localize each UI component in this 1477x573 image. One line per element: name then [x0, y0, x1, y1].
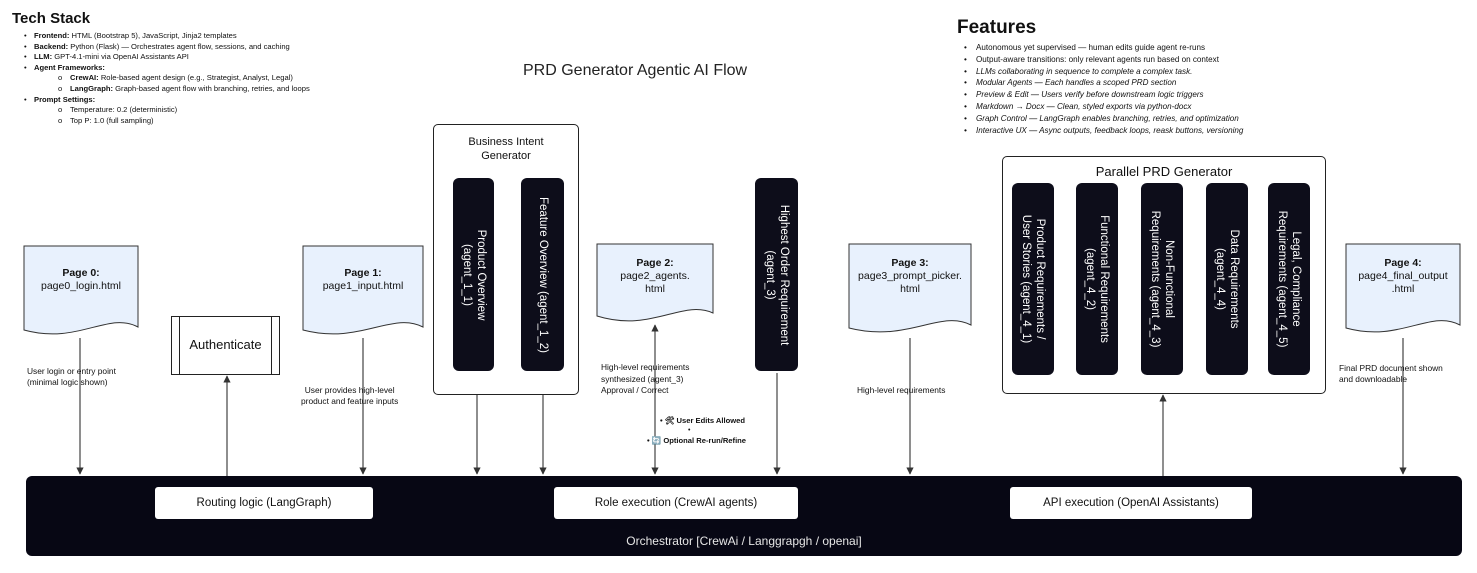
- agent-feature-overview-label: Feature Overview (agent_1_2): [536, 196, 549, 353]
- agent-highest-order: Highest Order Requirement (agent_3): [755, 178, 798, 371]
- annotation-page4: Final PRD document shown and downloadabl…: [1339, 363, 1443, 385]
- tech-item-agent-frameworks: Agent Frameworks:: [22, 63, 310, 74]
- annotation-page3: High-level requirements: [857, 385, 946, 395]
- document-shape: [596, 243, 714, 322]
- agent-feature-overview: Feature Overview (agent_1_2): [521, 178, 564, 371]
- document-shape: [848, 243, 972, 333]
- page2-file: page2_agents. html: [620, 270, 690, 295]
- feature-item: Output-aware transitions: only relevant …: [962, 54, 1243, 66]
- agent-4-5-label: Legal, Compliance Requirements (agent_4_…: [1276, 210, 1302, 348]
- page3-file: page3_prompt_picker. html: [858, 270, 962, 295]
- agent-product-overview-label: Product Overview (agent_1_1): [460, 229, 487, 320]
- agent-highest-order-label: Highest Order Requirement (agent_3): [763, 204, 790, 345]
- page4-file: page4_final_output .html: [1358, 270, 1448, 295]
- page0-title: Page 0:: [62, 267, 100, 279]
- page1-file: page1_input.html: [322, 280, 404, 292]
- tech-stack-list: Frontend: HTML (Bootstrap 5), JavaScript…: [22, 31, 310, 126]
- page4-title: Page 4:: [1384, 257, 1422, 269]
- agent-4-2: Functional Requirements (agent_4_2): [1076, 183, 1118, 375]
- document-shape: [1345, 243, 1461, 333]
- document-shape: [23, 245, 139, 335]
- annotation-page1: User provides high-level product and fea…: [301, 385, 399, 407]
- page3-document: Page 3:page3_prompt_picker. html: [848, 243, 972, 339]
- orchestrator-bar: Routing logic (LangGraph) Role execution…: [26, 476, 1462, 556]
- tech-item-llm: LLM: GPT-4.1-mini via OpenAI Assistants …: [22, 52, 310, 63]
- annotation-page2: High-level requirements synthesized (age…: [601, 362, 690, 396]
- agent-4-2-label: Functional Requirements (agent_4_2): [1084, 215, 1110, 343]
- feature-item: Preview & Edit — Users verify before dow…: [962, 89, 1243, 101]
- agent-4-1-label: Product Requirements / User Stories (age…: [1020, 214, 1046, 344]
- agent-4-3-label: Non-Functional Requirements (agent_4_3): [1149, 210, 1175, 348]
- api-execution-box: API execution (OpenAI Assistants): [1010, 487, 1252, 519]
- feature-item: Interactive UX — Async outputs, feedback…: [962, 125, 1243, 137]
- tech-item-backend: Backend: Python (Flask) — Orchestrates a…: [22, 42, 310, 53]
- feature-item: LLMs collaborating in sequence to comple…: [962, 66, 1243, 78]
- authenticate-label: Authenticate: [189, 337, 262, 352]
- annotation-edits-allowed: • 🛠 User Edits Allowed: [660, 416, 746, 425]
- features-title: Features: [957, 17, 1037, 38]
- page0-file: page0_login.html: [41, 280, 121, 292]
- feature-item: Modular Agents — Each handles a scoped P…: [962, 77, 1243, 89]
- feature-item: Graph Control — LangGraph enables branch…: [962, 113, 1243, 125]
- page3-title: Page 3:: [891, 257, 929, 269]
- agent-4-3: Non-Functional Requirements (agent_4_3): [1141, 183, 1183, 375]
- diagram-title: PRD Generator Agentic AI Flow: [523, 62, 748, 79]
- page2-document: Page 2:page2_agents. html: [596, 243, 714, 327]
- tech-item-frontend: Frontend: HTML (Bootstrap 5), JavaScript…: [22, 31, 310, 42]
- page1-title: Page 1:: [344, 267, 382, 279]
- agent-product-overview: Product Overview (agent_1_1): [453, 178, 494, 371]
- tech-item-crewai: CrewAI: Role-based agent design (e.g., S…: [22, 73, 310, 84]
- bullet-dot: •: [688, 427, 691, 434]
- tech-stack-title: Tech Stack: [12, 10, 91, 27]
- agent-4-4-label: Data Requirements (agent_4_4): [1214, 229, 1240, 329]
- page1-document: Page 1:page1_input.html: [302, 245, 424, 341]
- tech-item-prompt-settings: Prompt Settings:: [22, 95, 310, 106]
- agent-4-4: Data Requirements (agent_4_4): [1206, 183, 1248, 375]
- authenticate-process: Authenticate: [171, 316, 280, 375]
- annotation-page0: User login or entry point (minimal logic…: [27, 366, 116, 388]
- page4-document: Page 4:page4_final_output .html: [1345, 243, 1461, 339]
- features-list: Autonomous yet supervised — human edits …: [962, 42, 1243, 136]
- orchestrator-label: Orchestrator [CrewAi / Langgrapgh / open…: [626, 534, 862, 548]
- page0-document: Page 0:page0_login.html: [23, 245, 139, 341]
- tech-item-temperature: Temperature: 0.2 (deterministic): [22, 105, 310, 116]
- tech-item-top-p: Top P: 1.0 (full sampling): [22, 116, 310, 127]
- agent-4-5: Legal, Compliance Requirements (agent_4_…: [1268, 183, 1310, 375]
- page2-title: Page 2:: [636, 257, 674, 269]
- agent-4-1: Product Requirements / User Stories (age…: [1012, 183, 1054, 375]
- routing-logic-box: Routing logic (LangGraph): [155, 487, 373, 519]
- parallel-prd-title: Parallel PRD Generator: [1095, 164, 1233, 179]
- feature-item: Autonomous yet supervised — human edits …: [962, 42, 1243, 54]
- feature-item: Markdown → Docx — Clean, styled exports …: [962, 101, 1243, 113]
- annotation-rerun: • 🔄 Optional Re-run/Refine: [647, 436, 747, 445]
- document-shape: [302, 245, 424, 335]
- role-execution-box: Role execution (CrewAI agents): [554, 487, 798, 519]
- tech-item-langgraph: LangGraph: Graph-based agent flow with b…: [22, 84, 310, 95]
- business-intent-title: Business Intent Generator: [468, 136, 544, 162]
